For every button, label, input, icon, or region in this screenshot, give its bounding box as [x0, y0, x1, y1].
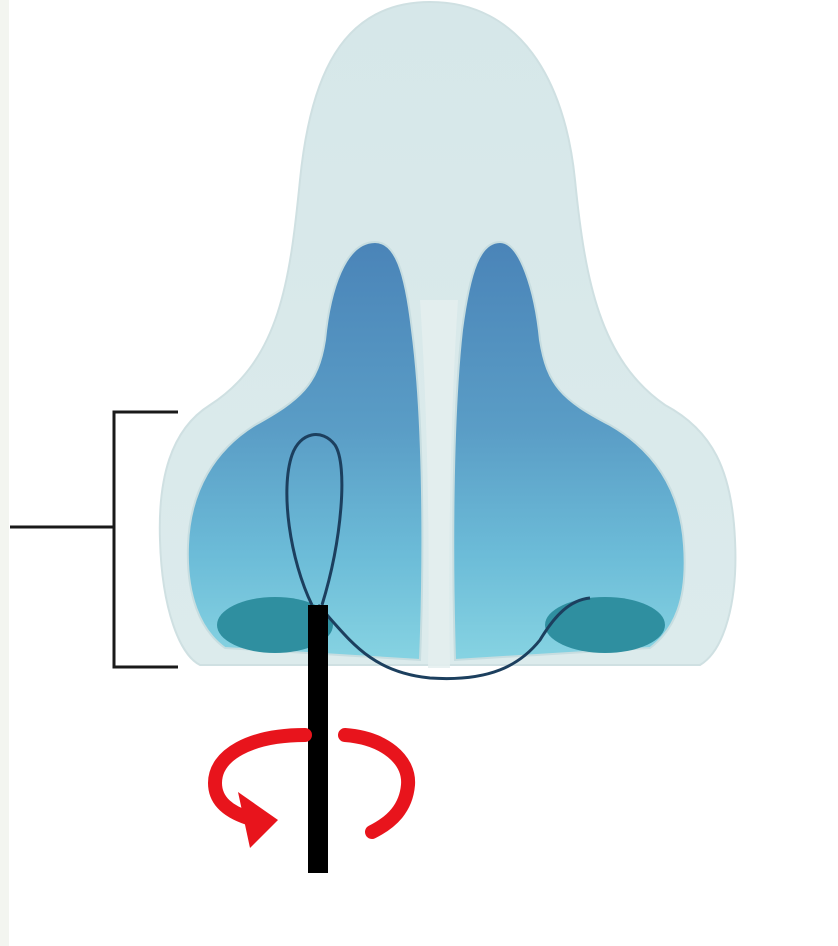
right-nostril: [545, 597, 665, 653]
wire-loop-snare-icon: [308, 605, 328, 873]
